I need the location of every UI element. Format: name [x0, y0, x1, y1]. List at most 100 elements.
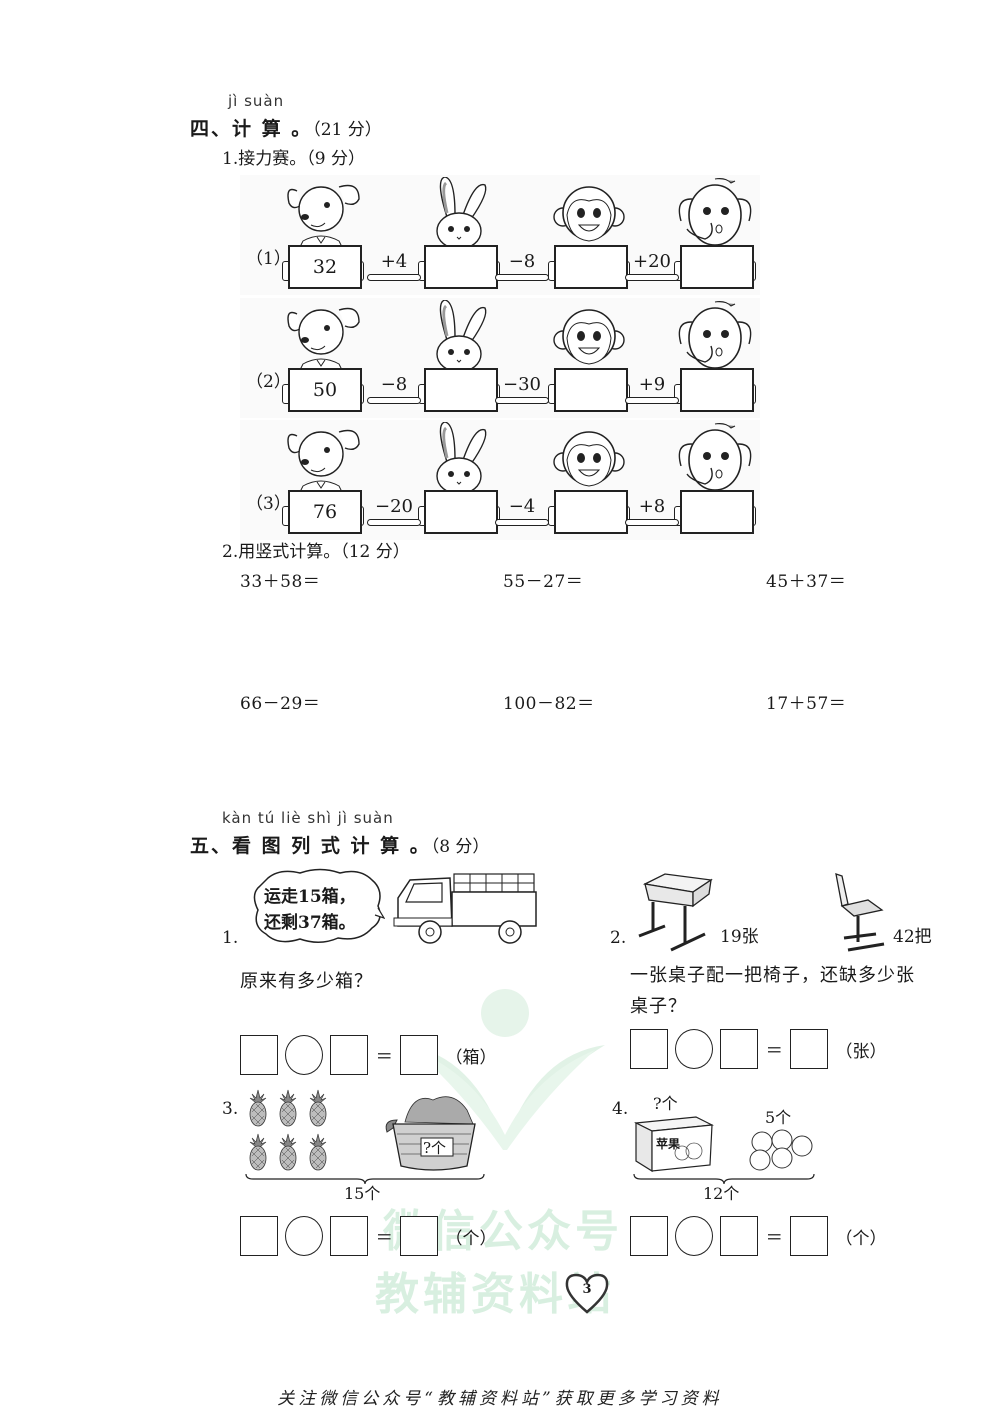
relay-row-label: （3）: [246, 494, 291, 514]
equals-sign: =: [765, 1224, 783, 1248]
operation-arrow: −8: [494, 251, 550, 281]
answer-board[interactable]: [680, 368, 754, 412]
dog-icon: [283, 177, 363, 253]
equals-sign: =: [765, 1037, 783, 1061]
dog-character: 50: [282, 300, 364, 418]
operation-label: −8: [508, 251, 536, 272]
section4-score: （21 分）: [312, 120, 382, 140]
rabbit-icon: [419, 421, 499, 498]
answer-board[interactable]: [424, 245, 498, 289]
operation-arrow: −20: [366, 496, 422, 526]
rabbit-icon: [419, 299, 499, 376]
vertical-eq-5: 100－82＝: [503, 694, 595, 714]
problem3-total: 15个: [344, 1184, 381, 1203]
operation-label: +9: [638, 374, 666, 395]
operation-arrow: +20: [624, 251, 680, 281]
answer-board[interactable]: [554, 490, 628, 534]
start-value-board: 32: [288, 245, 362, 289]
operation-arrow: −8: [366, 374, 422, 404]
operation-label: −20: [375, 496, 413, 517]
bubble-line1: 运走15箱，: [264, 887, 356, 907]
problem3-answer-formula: = （个）: [240, 1216, 496, 1256]
desk-illustration: [635, 872, 715, 952]
pineapples-illustration: [248, 1088, 338, 1176]
operand1-box[interactable]: [240, 1216, 278, 1256]
connector-bar: [625, 274, 679, 281]
answer-board[interactable]: [680, 245, 754, 289]
operand2-box[interactable]: [330, 1216, 369, 1256]
result-box[interactable]: [400, 1035, 439, 1075]
monkey-icon: [549, 422, 629, 498]
chair-illustration: [832, 872, 887, 952]
rabbit-character: [418, 299, 500, 418]
page-number: 3: [582, 1282, 592, 1297]
speech-bubble: 运走15箱， 还剩37箱。: [250, 868, 385, 946]
elephant-character: [674, 300, 756, 418]
total-brace: [245, 1170, 485, 1185]
operation-arrow: −4: [494, 496, 550, 526]
operation-label: −30: [503, 374, 541, 395]
answer-board[interactable]: [680, 490, 754, 534]
problem1-answer-formula: = （箱）: [240, 1035, 496, 1075]
answer-board[interactable]: [424, 368, 498, 412]
part1-title: 1.接力赛。（9 分）: [222, 149, 365, 169]
operation-label: +8: [638, 496, 666, 517]
section4-pinyin: jì suàn: [228, 92, 285, 110]
section4-title: 四、计 算 。（21 分）: [190, 114, 382, 141]
equals-sign: =: [375, 1043, 393, 1067]
result-box[interactable]: [790, 1029, 829, 1069]
answer-board[interactable]: [554, 368, 628, 412]
section4-title-text: 四、计 算 。: [190, 118, 313, 140]
dog-icon: [283, 300, 363, 376]
apple-box-illustration: 苹果: [633, 1113, 715, 1173]
operand2-box[interactable]: [720, 1216, 759, 1256]
vertical-eq-4: 66－29＝: [240, 694, 321, 714]
operator-circle[interactable]: [285, 1216, 324, 1256]
connector-bar: [367, 397, 421, 404]
result-box[interactable]: [400, 1216, 439, 1256]
operation-label: +20: [633, 251, 671, 272]
dog-character: 76: [282, 422, 364, 540]
operation-label: −4: [508, 496, 536, 517]
operand1-box[interactable]: [630, 1216, 668, 1256]
answer-board[interactable]: [554, 245, 628, 289]
unit-label: （个）: [835, 1228, 887, 1249]
elephant-icon: [675, 300, 755, 376]
page-number-heart: 3: [564, 1272, 610, 1314]
operation-arrow: +4: [366, 251, 422, 281]
section5-title-text: 五、看 图 列 式 计 算 。: [190, 835, 431, 857]
apples-count: 5个: [765, 1108, 792, 1127]
chair-count: 42把: [893, 927, 932, 947]
unit-label: （箱）: [445, 1047, 497, 1068]
problem2-answer-formula: = （张）: [630, 1029, 886, 1069]
problem2-question-line1: 一张桌子配一把椅子，还缺多少张: [630, 965, 915, 986]
truck-illustration: [392, 868, 537, 946]
part2-title: 2.用竖式计算。（12 分）: [222, 542, 410, 562]
equals-sign: =: [375, 1224, 393, 1248]
relay-row-label: （2）: [246, 372, 291, 392]
connector-bar: [495, 397, 549, 404]
operand1-box[interactable]: [630, 1029, 668, 1069]
basket-illustration: ?个: [383, 1092, 483, 1172]
elephant-character: [674, 177, 756, 295]
operator-circle[interactable]: [675, 1029, 714, 1069]
operand2-box[interactable]: [720, 1029, 759, 1069]
monkey-character: [548, 177, 630, 295]
total-brace: [633, 1170, 815, 1185]
section5-pinyin: kàn tú liè shì jì suàn: [222, 809, 394, 827]
problem1-question: 原来有多少箱？: [240, 971, 373, 992]
operand2-box[interactable]: [330, 1035, 369, 1075]
monkey-character: [548, 422, 630, 540]
result-box[interactable]: [790, 1216, 829, 1256]
answer-board[interactable]: [424, 490, 498, 534]
problem4-answer-formula: = （个）: [630, 1216, 886, 1256]
problem3-number: 3.: [222, 1099, 239, 1119]
operator-circle[interactable]: [285, 1035, 324, 1075]
rabbit-character: [418, 176, 500, 295]
rabbit-icon: [419, 176, 499, 253]
operator-circle[interactable]: [675, 1216, 714, 1256]
operand1-box[interactable]: [240, 1035, 278, 1075]
monkey-character: [548, 300, 630, 418]
relay-row-2: （2）50−8 −30 +9: [240, 298, 760, 418]
elephant-character: [674, 422, 756, 540]
